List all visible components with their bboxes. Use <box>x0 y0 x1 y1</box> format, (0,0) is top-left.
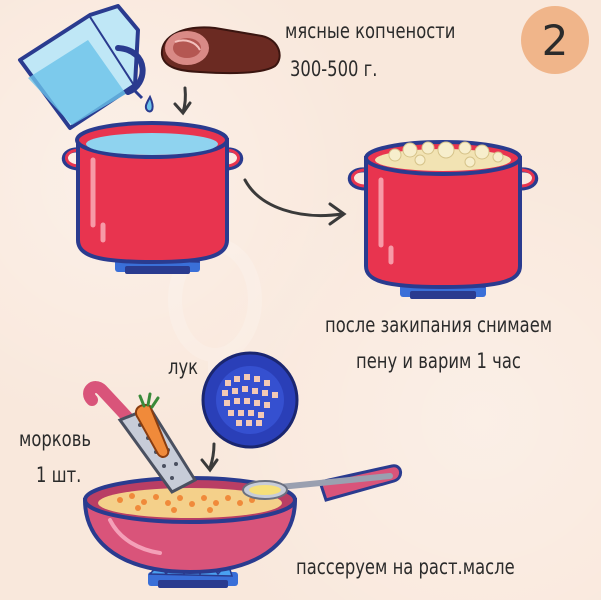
smoked-meat-icon <box>160 26 281 75</box>
water-drop-icon <box>144 94 154 113</box>
water-jug-icon <box>18 4 146 130</box>
after-boil-text-line2: пену и варим 1 час <box>356 349 521 373</box>
arrow-down-icon <box>200 442 219 473</box>
onion-label: лук <box>168 355 199 379</box>
smoked-meat-label: мясные копчености <box>285 19 456 43</box>
step-number: 2 <box>541 15 569 65</box>
carrot-amount: 1 шт. <box>36 463 82 487</box>
carrot-icon <box>134 392 170 458</box>
after-boil-text-line1: после закипания снимаем <box>325 313 553 337</box>
arrow-right-icon <box>243 178 347 226</box>
arrow-down-icon <box>173 86 192 116</box>
onion-plate-icon <box>201 351 299 449</box>
spoon-icon <box>242 473 393 500</box>
frying-pan-icon <box>82 464 402 588</box>
pot-boiling-icon <box>347 140 539 299</box>
saute-label: пассеруем на раст.масле <box>296 555 515 579</box>
carrot-label: морковь <box>19 427 92 451</box>
smoked-meat-amount: 300-500 г. <box>290 57 378 81</box>
pot-water-icon <box>61 121 244 274</box>
step-number-badge: 2 <box>521 6 589 74</box>
